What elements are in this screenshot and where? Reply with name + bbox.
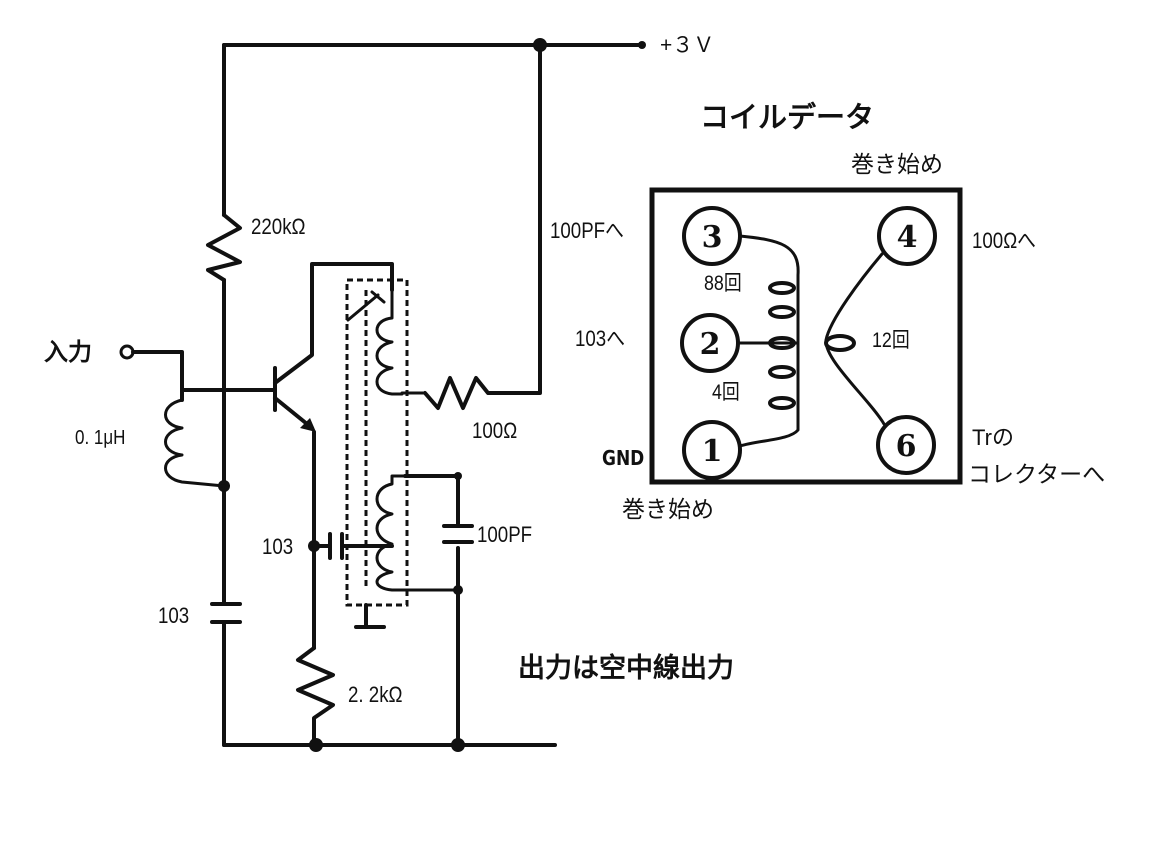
output-note: 出力は空中線出力 [518,653,734,684]
resistor-2-2k [296,646,335,747]
pin-1-circle [682,420,742,480]
coupling-cap-label: 103 [262,534,294,559]
top-winding-start-label: 巻き始め [851,151,943,177]
can-ground [354,603,386,629]
resistor-220k [206,213,242,282]
r3-value-label: 2. 2kΩ [348,682,403,707]
secondary-turns: 12回 [872,329,910,352]
pin-3-note: 100PFへ [550,218,624,243]
primary-winding [375,474,460,592]
pin-3-number: 3 [702,220,723,255]
pin-4-number: 4 [897,220,918,255]
inductor-0-1uh [164,398,226,488]
transistor-collector [273,262,394,385]
primary-lower-turns: 4回 [712,381,740,404]
r2-value-label: 100Ω [472,418,518,443]
pin-2-number: 2 [700,327,721,362]
tank-cap-label: 100PF [477,522,533,547]
input-wire [131,350,184,392]
tuning-slug [346,290,386,322]
transformer-can [345,278,409,607]
secondary-winding [375,288,427,396]
resistor-100 [423,43,542,410]
bottom-winding-start-label: 巻き始め [622,496,714,522]
pin-4-note: 100Ωへ [972,228,1036,253]
pin-1-note: GND [602,446,645,470]
capacitor-100pf [442,524,474,544]
coil-primary-drawing [736,234,800,448]
l1-value-label: 0. 1μH [75,427,126,449]
coil-data-title: コイルデータ [700,100,875,134]
capacitor-103-left [210,602,242,624]
junction-dot [309,738,323,752]
junction-dot [451,738,465,752]
pin-6-note-line2: コレクターへ [968,461,1106,487]
coil-secondary-turn [824,334,856,352]
pin-1-number: 1 [702,434,723,469]
supply-voltage-label: +３Ｖ [660,34,715,57]
capacitor-103-coupling [312,532,394,560]
base-cap-label: 103 [158,603,190,628]
pin-4-circle [877,206,937,266]
input-label: 入力 [44,338,92,366]
pin-6-number: 6 [896,429,917,464]
pin-2-note: 103へ [575,326,625,351]
primary-upper-turns: 88回 [704,272,742,295]
pin-6-note-line1: Trの [972,425,1014,450]
r1-value-label: 220kΩ [251,214,306,239]
supply-terminal [638,41,646,49]
coil-primary-turns [768,281,796,410]
emitter-arrow [300,418,316,432]
coil-data-box [649,187,963,485]
pin-6-circle [876,415,936,475]
